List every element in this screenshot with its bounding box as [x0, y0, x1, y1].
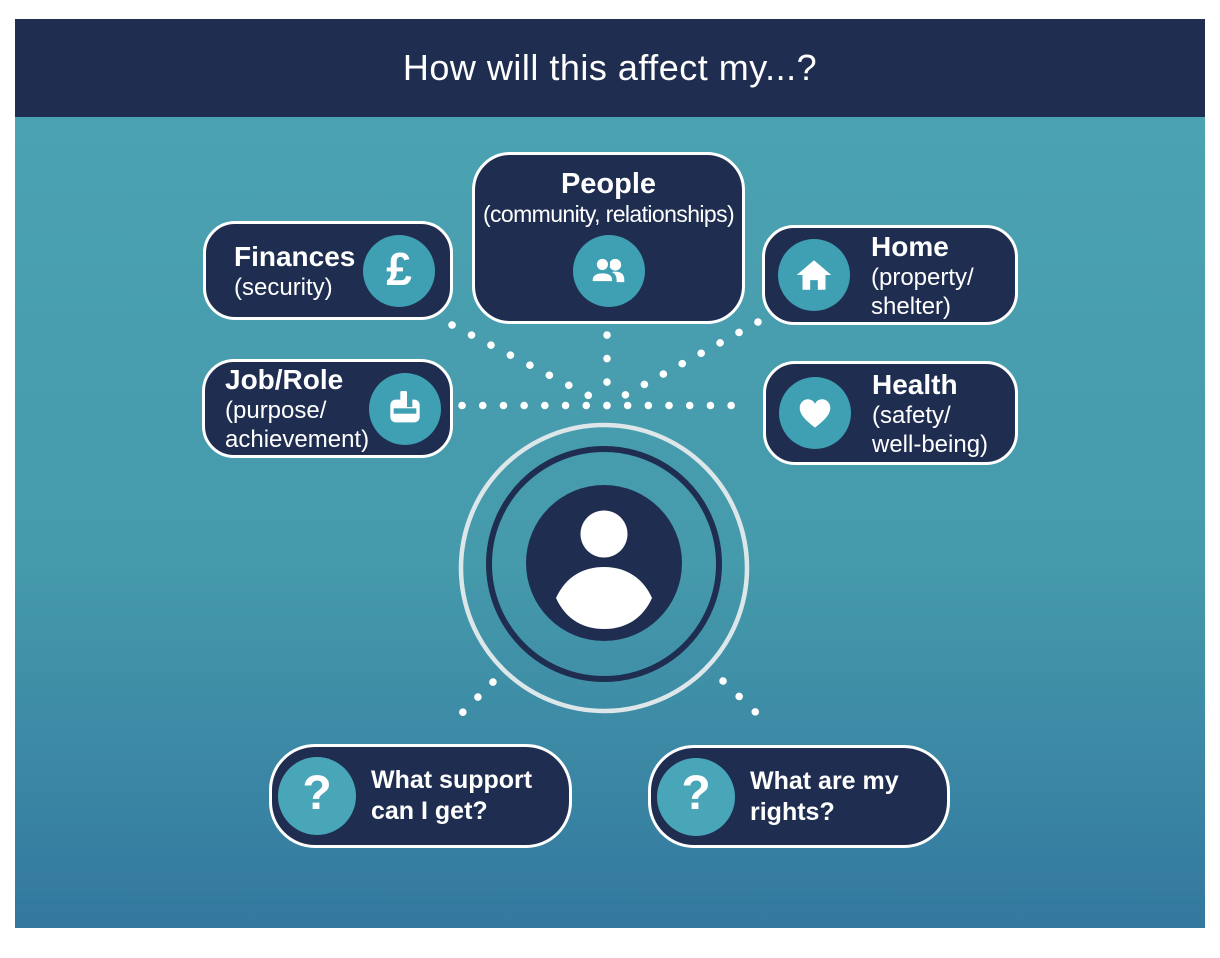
node-finances: Finances (security) £ — [203, 221, 453, 320]
node-health: Health (safety/ well-being) — [763, 361, 1018, 465]
connector-home — [603, 318, 762, 409]
support-question-line2: can I get? — [371, 797, 488, 825]
health-subtitle-line2: well-being) — [872, 430, 989, 458]
node-people: People (community, relationships) — [472, 152, 745, 324]
briefcase-icon — [390, 390, 420, 422]
slide: How will this affect my...? — [15, 19, 1205, 928]
inner-ring — [486, 446, 722, 682]
home-icon-circle — [778, 239, 850, 311]
health-subtitle-line1: (safety/ — [872, 401, 951, 429]
health-icon-circle — [779, 377, 851, 449]
connector-rights — [719, 677, 774, 730]
job-role-title: Job/Role — [225, 364, 344, 395]
rights-question-line2: rights? — [750, 797, 835, 826]
heart-icon — [799, 399, 831, 428]
job-role-subtitle-line2: achievement) — [225, 426, 370, 453]
finances-subtitle: (security) — [234, 273, 333, 301]
people-icon-circle — [572, 235, 645, 307]
people-icon — [590, 256, 624, 284]
person-icon — [556, 510, 652, 629]
node-support-question: ? What support can I get? — [269, 744, 572, 848]
support-icon-circle: ? — [278, 757, 356, 835]
connector-support — [444, 678, 497, 731]
connector-finances — [448, 321, 611, 409]
dotted-connectors — [444, 318, 774, 731]
center-emblem — [458, 422, 750, 714]
diagram-canvas: People (community, relationships) Financ… — [15, 117, 1205, 928]
rights-question-line1: What are my — [750, 766, 899, 795]
node-rights-question: ? What are my rights? — [648, 745, 950, 848]
outer-ring — [458, 422, 750, 714]
node-job-role: Job/Role (purpose/ achievement) — [202, 359, 453, 458]
connector-and-center-graphic — [444, 318, 774, 731]
home-title: Home — [871, 230, 949, 262]
people-title: People — [560, 168, 657, 200]
finances-icon-circle: £ — [363, 234, 435, 307]
finances-title: Finances — [234, 240, 356, 272]
pound-icon: £ — [386, 242, 412, 295]
home-icon — [796, 260, 832, 290]
job-role-icon-circle — [369, 372, 442, 445]
question-icon: ? — [302, 766, 332, 820]
health-title: Health — [872, 368, 958, 400]
people-subtitle: (community, relationships) — [482, 201, 735, 227]
node-home: Home (property/ shelter) — [762, 225, 1018, 325]
home-subtitle-line1: (property/ — [871, 263, 974, 291]
home-subtitle-line2: shelter) — [871, 292, 952, 320]
question-icon: ? — [681, 767, 711, 820]
rights-icon-circle: ? — [657, 757, 735, 836]
support-question-line1: What support — [371, 766, 533, 794]
header-bar: How will this affect my...? — [15, 19, 1205, 117]
job-role-subtitle-line1: (purpose/ — [225, 397, 327, 424]
page-title: How will this affect my...? — [402, 47, 818, 88]
